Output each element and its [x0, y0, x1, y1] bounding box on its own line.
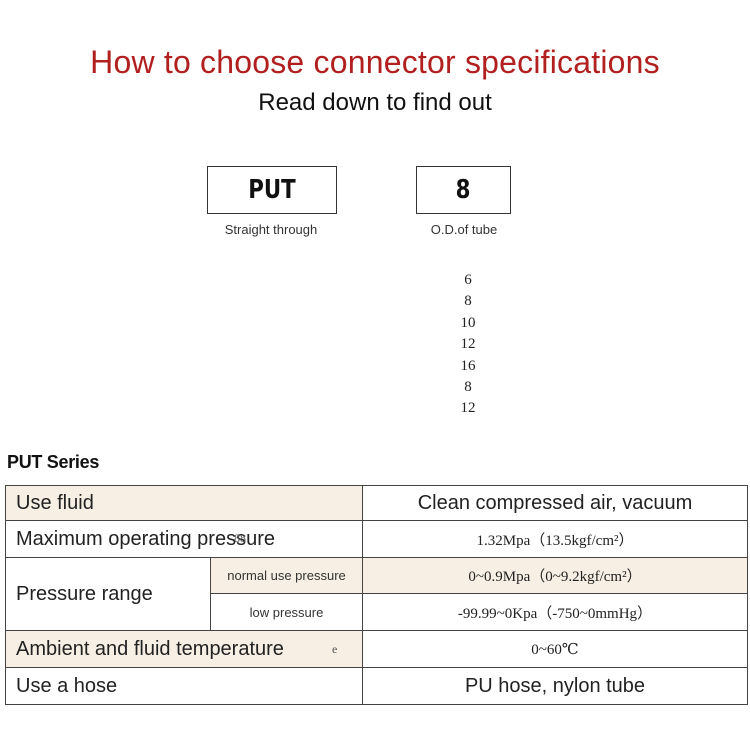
- temperature-label-cell: Ambient and fluid temperature e: [5, 630, 363, 668]
- series-code-box: PUT: [207, 166, 337, 214]
- use-fluid-label: Use fluid: [5, 485, 363, 521]
- max-pressure-value: 1.32Mpa（13.5kgf/cm²）: [362, 520, 748, 558]
- series-code-caption: Straight through: [224, 222, 318, 237]
- low-pressure-value: -99.99~0Kpa（-750~0mmHg）: [362, 593, 748, 631]
- use-fluid-value: Clean compressed air, vacuum: [362, 485, 748, 521]
- hose-value: PU hose, nylon tube: [362, 667, 748, 705]
- row-hose: Use a hose PU hose, nylon tube: [5, 667, 748, 705]
- size-code-caption: O.D.of tube: [430, 222, 498, 237]
- pressure-range-label: Pressure range: [5, 557, 211, 631]
- tube-size-option: 12: [460, 336, 476, 353]
- normal-pressure-label: normal use pressure: [210, 557, 363, 594]
- row-max-pressure: Maximum operating pressure 88 1.32Mpa（13…: [5, 520, 748, 558]
- series-code: PUT: [248, 175, 296, 205]
- page-subtitle: Read down to find out: [258, 89, 492, 116]
- row-use-fluid: Use fluid Clean compressed air, vacuum: [5, 485, 748, 521]
- stray-overlay-text: 88: [234, 531, 246, 545]
- stray-mark-text: e: [332, 642, 338, 656]
- size-code: 8: [456, 175, 471, 205]
- tube-size-option: 12: [460, 400, 476, 417]
- hose-label: Use a hose: [5, 667, 363, 705]
- tube-size-option: 16: [460, 357, 476, 374]
- series-heading: PUT Series: [7, 452, 100, 472]
- max-pressure-label: Maximum operating pressure: [16, 527, 275, 550]
- max-pressure-label-cell: Maximum operating pressure 88: [5, 520, 363, 558]
- low-pressure-label: low pressure: [210, 593, 363, 631]
- row-temperature: Ambient and fluid temperature e 0~60℃: [5, 630, 748, 668]
- tube-size-option: 8: [464, 293, 472, 310]
- page-title: How to choose connector specifications: [90, 44, 660, 80]
- temperature-label: Ambient and fluid temperature: [16, 637, 284, 660]
- normal-pressure-value: 0~0.9Mpa（0~9.2kgf/cm²）: [362, 557, 748, 594]
- row-pressure-normal: Pressure range normal use pressure 0~0.9…: [5, 557, 748, 631]
- temperature-value: 0~60℃: [362, 630, 748, 668]
- tube-size-option: 10: [460, 314, 476, 331]
- size-code-box: 8: [416, 166, 511, 214]
- row-pressure-low: low pressure -99.99~0Kpa（-750~0mmHg）: [6, 593, 748, 631]
- tube-size-option: 8: [464, 378, 472, 395]
- tube-size-list: 6 8 10 12 16 8 12: [438, 270, 498, 420]
- spec-table: Use fluid Clean compressed air, vacuum M…: [5, 485, 748, 705]
- tube-size-option: 6: [464, 272, 472, 288]
